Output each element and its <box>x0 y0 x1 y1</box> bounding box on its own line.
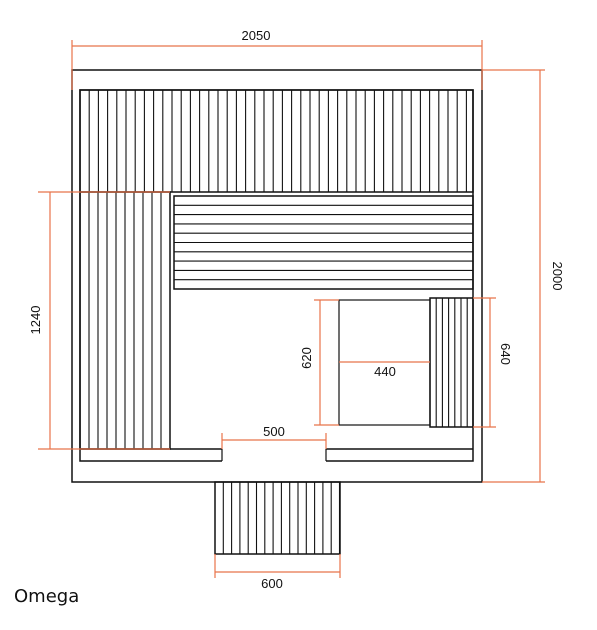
dimension-lines <box>38 40 545 578</box>
middle-bench <box>173 195 474 290</box>
model-name: Omega <box>14 586 80 607</box>
stove-bench <box>429 297 474 428</box>
dim-600: 600 <box>261 576 283 591</box>
dim-640: 640 <box>498 343 513 365</box>
dim-1240: 1240 <box>28 306 43 335</box>
dim-620: 620 <box>299 347 314 369</box>
dim-2050: 2050 <box>242 28 271 43</box>
dim-2000: 2000 <box>550 262 565 291</box>
inner-wall <box>79 89 474 462</box>
left-bench <box>79 191 171 450</box>
entrance-step <box>214 481 341 555</box>
dim-500: 500 <box>263 424 285 439</box>
top-bench <box>79 89 474 193</box>
dim-440: 440 <box>374 364 396 379</box>
door-opening <box>222 448 326 463</box>
